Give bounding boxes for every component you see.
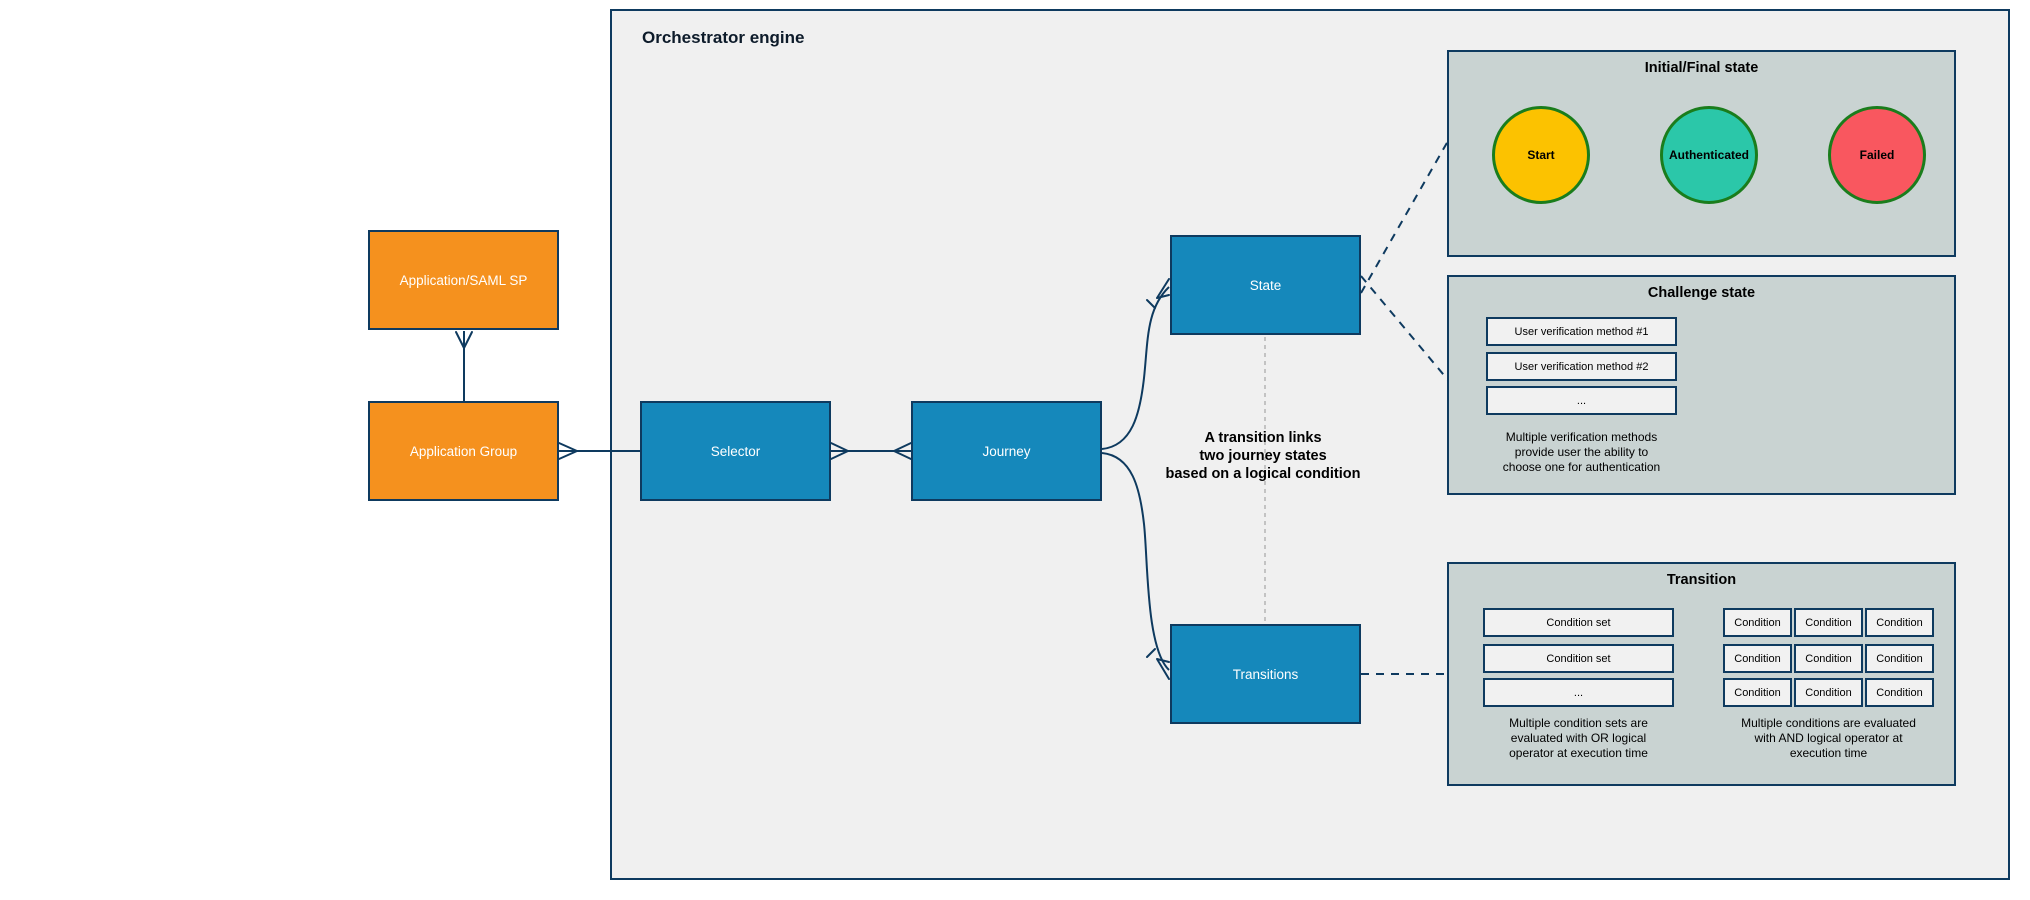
verification-method-2: User verification method #2 <box>1486 352 1677 381</box>
condition-cell-label: Condition <box>1876 686 1923 699</box>
condition-cell: Condition <box>1723 678 1792 707</box>
condition-cell-label: Condition <box>1734 652 1781 665</box>
condition-cell-label: Condition <box>1876 616 1923 629</box>
edge-appgroup-crowsfoot <box>558 442 578 460</box>
condition-cell: Condition <box>1865 644 1934 673</box>
edge-appsaml-crowsfoot <box>455 331 473 349</box>
node-application-group-label: Application Group <box>409 443 518 459</box>
node-transitions-label: Transitions <box>1232 666 1299 682</box>
condition-cell: Condition <box>1794 608 1863 637</box>
condition-cell: Condition <box>1723 608 1792 637</box>
verification-method-more: ... <box>1486 386 1677 415</box>
panel-initial-final-state-title: Initial/Final state <box>1644 60 1759 76</box>
verification-method-1-label: User verification method #1 <box>1514 325 1649 338</box>
transition-annotation: A transition links two journey states ba… <box>1165 430 1361 482</box>
node-state-label: State <box>1249 277 1282 293</box>
condition-cell: Condition <box>1794 644 1863 673</box>
state-circle-start-label: Start <box>1527 148 1555 162</box>
condition-cell: Condition <box>1865 678 1934 707</box>
node-application-saml-sp: Application/SAML SP <box>368 230 559 330</box>
panel-initial-final-state: Initial/Final state Start Authenticated … <box>1447 50 1956 257</box>
orchestrator-engine-title: Orchestrator engine <box>642 28 805 47</box>
condition-grid-row-2: Condition Condition Condition <box>1723 644 1934 673</box>
node-transitions: Transitions <box>1170 624 1361 724</box>
panel-challenge-state-title: Challenge state <box>1647 285 1756 301</box>
node-state: State <box>1170 235 1361 335</box>
challenge-caption: Multiple verification methods provide us… <box>1502 430 1661 474</box>
condition-cell-label: Condition <box>1805 616 1852 629</box>
condition-cell-label: Condition <box>1805 652 1852 665</box>
panel-challenge-state: Challenge state User verification method… <box>1447 275 1956 495</box>
state-circle-start: Start <box>1492 106 1590 204</box>
state-circle-authenticated-label: Authenticated <box>1668 148 1749 162</box>
condition-set-2: Condition set <box>1483 644 1674 673</box>
node-selector-label: Selector <box>710 443 761 459</box>
condition-cell: Condition <box>1865 608 1934 637</box>
condition-set-1: Condition set <box>1483 608 1674 637</box>
panel-transition-title: Transition <box>1666 572 1737 588</box>
transition-caption-or: Multiple condition sets are evaluated wi… <box>1509 716 1648 760</box>
condition-set-2-label: Condition set <box>1546 652 1611 665</box>
state-circle-failed-label: Failed <box>1859 148 1895 162</box>
state-circle-failed: Failed <box>1828 106 1926 204</box>
condition-set-more-label: ... <box>1573 686 1584 699</box>
verification-method-more-label: ... <box>1576 394 1587 407</box>
condition-cell-label: Condition <box>1734 686 1781 699</box>
node-application-saml-sp-label: Application/SAML SP <box>399 272 528 288</box>
verification-method-1: User verification method #1 <box>1486 317 1677 346</box>
condition-set-more: ... <box>1483 678 1674 707</box>
condition-grid-row-1: Condition Condition Condition <box>1723 608 1934 637</box>
condition-grid-row-3: Condition Condition Condition <box>1723 678 1934 707</box>
panel-transition: Transition Condition set Condition set .… <box>1447 562 1956 786</box>
condition-cell: Condition <box>1794 678 1863 707</box>
node-journey-label: Journey <box>982 443 1031 459</box>
verification-method-2-label: User verification method #2 <box>1514 360 1649 373</box>
condition-cell-label: Condition <box>1876 652 1923 665</box>
node-journey: Journey <box>911 401 1102 501</box>
condition-cell: Condition <box>1723 644 1792 673</box>
condition-cell-label: Condition <box>1805 686 1852 699</box>
state-circle-authenticated: Authenticated <box>1660 106 1758 204</box>
node-selector: Selector <box>640 401 831 501</box>
condition-cell-label: Condition <box>1734 616 1781 629</box>
transition-caption-and: Multiple conditions are evaluated with A… <box>1741 716 1916 760</box>
condition-set-1-label: Condition set <box>1546 616 1611 629</box>
node-application-group: Application Group <box>368 401 559 501</box>
